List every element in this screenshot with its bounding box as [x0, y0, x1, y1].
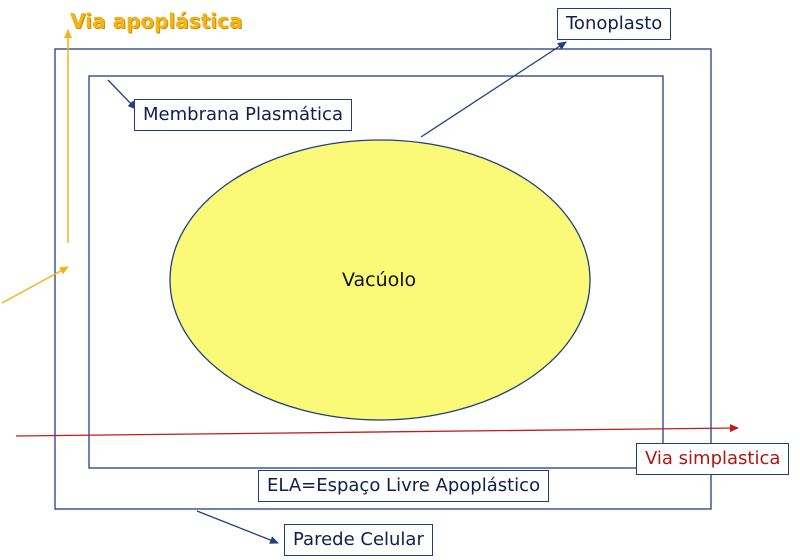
apoplastic-entry-arrow	[1, 266, 69, 304]
apoplastic-pathway-label: Via apoplástica	[70, 9, 243, 33]
free-space-label: ELA=Espaço Livre Apoplástico	[258, 470, 550, 502]
membrane-pointer-arrow	[107, 79, 137, 110]
plasma-membrane-outline	[88, 75, 664, 469]
tonoplast-label: Tonoplasto	[557, 8, 672, 40]
cell-wall-pointer-arrow	[196, 510, 279, 544]
symplastic-pathway-label: Via simplastica	[636, 443, 790, 475]
symplastic-arrow	[15, 424, 739, 437]
cell-wall-outline	[54, 48, 712, 510]
cell-wall-label: Parede Celular	[284, 524, 433, 556]
tonoplast-pointer-arrow	[420, 41, 567, 138]
vacuole-ellipse	[169, 139, 591, 421]
plasma-membrane-label: Membrana Plasmática	[134, 99, 352, 131]
vacuole-label: Vacúolo	[342, 269, 417, 291]
